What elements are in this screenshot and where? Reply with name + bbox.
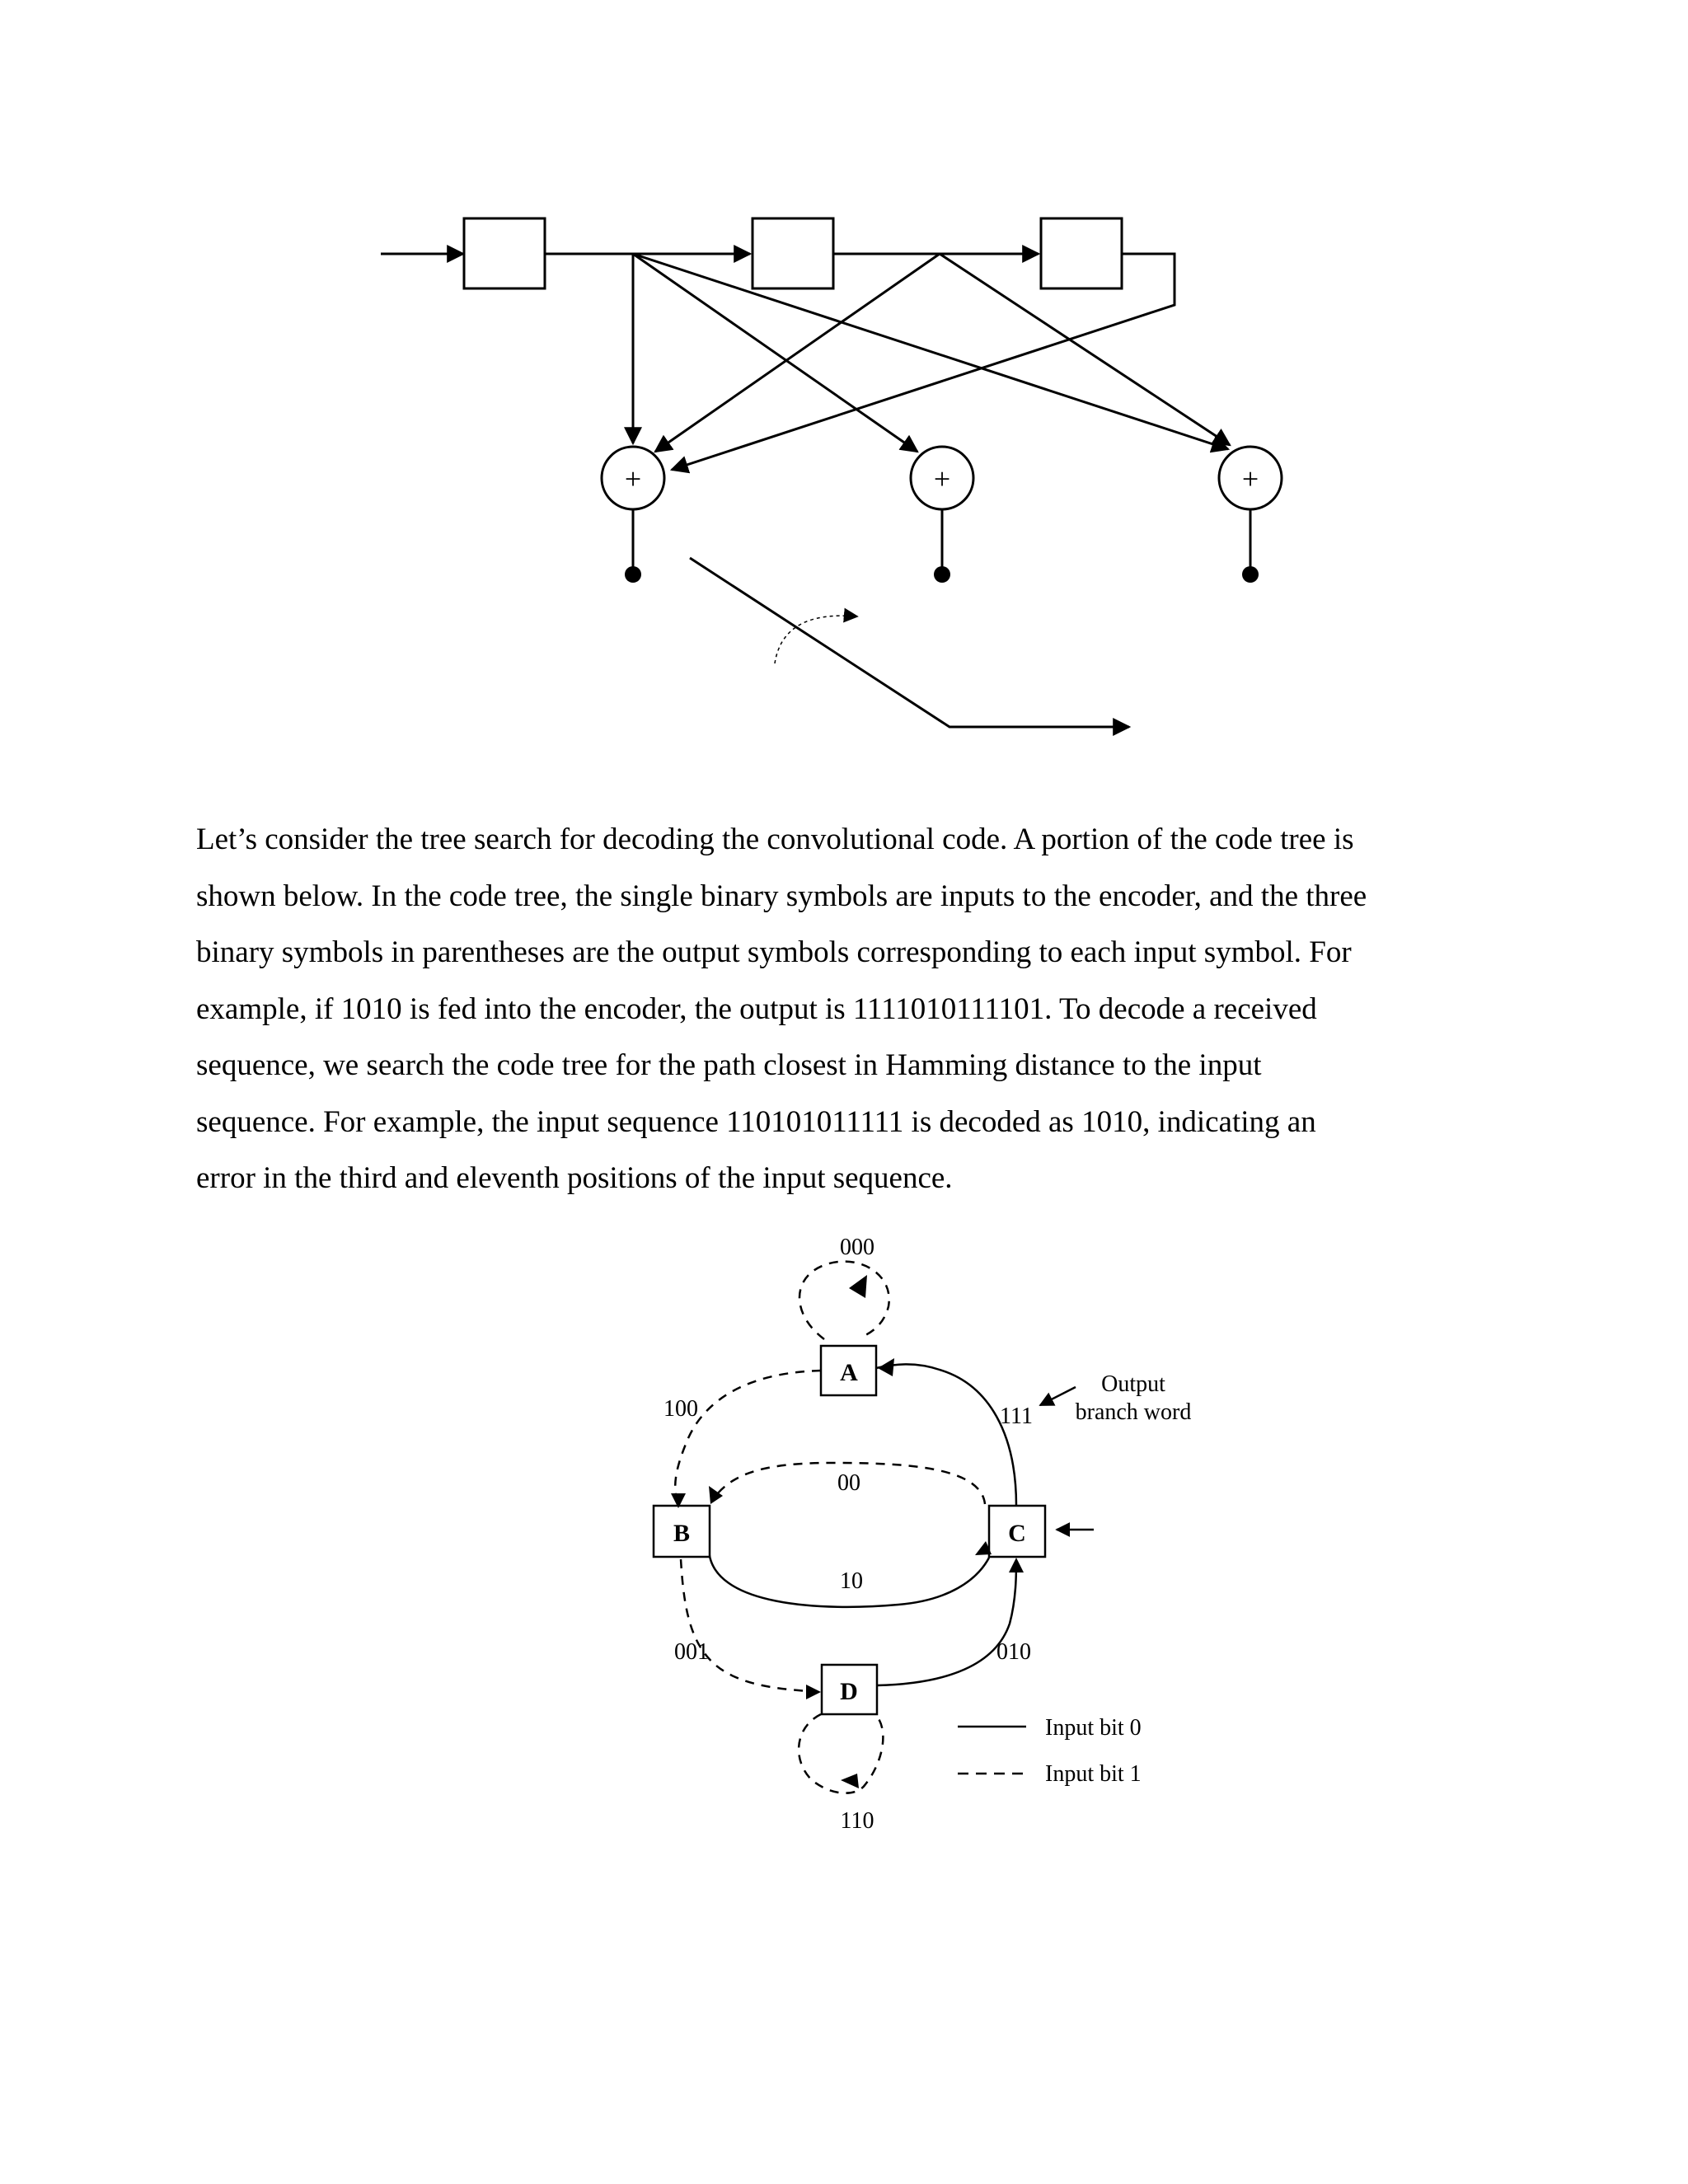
branch-label-c-to-a: 111 [1000,1404,1033,1429]
state-d-label: D [840,1678,858,1705]
adder-1-symbol: + [625,462,641,495]
edge-a-to-b [674,1369,822,1507]
output-branch-word-pointer [1039,1385,1076,1407]
state-c-label: C [1008,1520,1026,1547]
arrowhead-d-to-c [1009,1558,1024,1572]
adder-2-symbol: + [934,462,950,495]
arrowhead-c-to-b [709,1486,723,1504]
paragraph-line: sequence, we search the code tree for th… [196,1048,1262,1082]
state-a-label: A [840,1359,858,1386]
commutator-rotation-arrow [774,607,859,664]
legend-input-bit-0: Input bit 0 [1045,1715,1142,1741]
paragraph-line: example, if 1010 is fed into the encoder… [196,991,1317,1026]
annotation-output: Output [1101,1371,1165,1397]
state-a [819,1344,878,1397]
branch-label-b-to-c: 10 [840,1568,863,1594]
branch-label-d-self: 110 [841,1808,874,1834]
branch-label-c-to-b: 00 [837,1470,860,1496]
state-b [652,1504,711,1558]
state-d [820,1663,879,1716]
register-stage-3 [1039,217,1123,290]
legend-input-bit-1: Input bit 1 [1045,1761,1142,1787]
arrowhead-c-to-a [878,1358,894,1376]
state-b-label: B [673,1520,690,1547]
arrowhead-d-self [841,1774,859,1788]
edge-c-to-a [875,1363,1018,1507]
arrowhead-b-to-d [806,1685,821,1699]
state-diagram: A B C D 000 100 111 00 10 001 010 110 Ou… [652,1235,1192,1834]
branch-label-b-to-d: 001 [674,1639,709,1665]
arrowhead-a-self [849,1275,867,1298]
branch-label-d-to-c: 010 [996,1639,1031,1665]
annotation-branch-word: branch word [1076,1399,1192,1425]
commutator-arm [689,556,1132,736]
register-stage-1 [462,217,546,290]
paragraph-line: error in the third and eleventh position… [196,1161,953,1195]
edge-b-to-d [679,1558,819,1694]
body-paragraph: Let’s consider the tree search for decod… [196,812,1515,1207]
register-stage-2 [751,217,835,290]
edge-a-self [798,1260,890,1340]
arrowhead-b-to-c [975,1541,992,1555]
output-terminal-3 [1242,566,1259,583]
adder-3-symbol: + [1242,462,1259,495]
edge-b-to-c [707,1547,991,1609]
paragraph-line: shown below. In the code tree, the singl… [196,879,1367,913]
edge-d-to-c [876,1559,1018,1687]
branch-label-a-to-b: 100 [663,1396,698,1422]
branch-label-a-self: 000 [840,1235,874,1260]
paragraph-line: binary symbols in parentheses are the ou… [196,935,1352,969]
edge-d-self [797,1713,884,1794]
edge-c-to-b [710,1461,987,1505]
output-terminal-1 [625,566,641,583]
state-c [987,1504,1047,1558]
paragraph-line: Let’s consider the tree search for decod… [196,823,1354,856]
paragraph-line: sequence. For example, the input sequenc… [196,1104,1316,1139]
arrowhead-a-to-b [671,1493,686,1508]
output-terminal-2 [934,566,950,583]
